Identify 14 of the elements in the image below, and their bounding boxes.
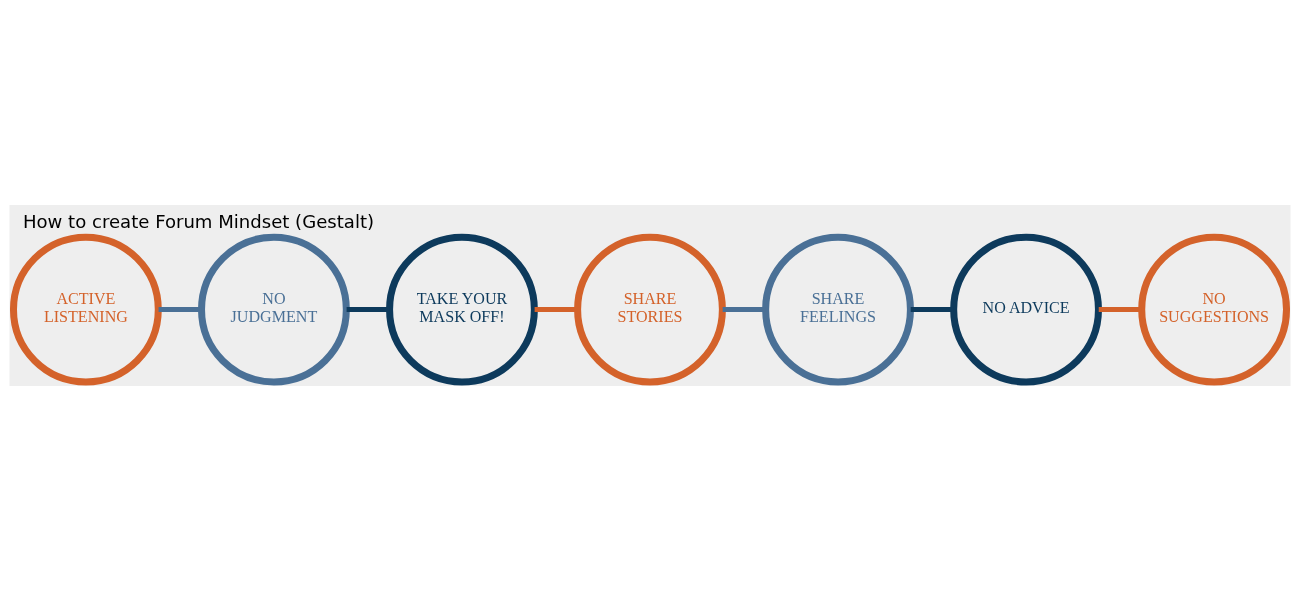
diagram-title: How to create Forum Mindset (Gestalt) — [22, 210, 375, 232]
connector — [910, 307, 954, 313]
connector — [722, 307, 766, 313]
node-circle: TAKE YOUR MASK OFF! — [386, 233, 538, 386]
connector — [534, 307, 578, 313]
node-circle: NO JUDGMENT — [198, 233, 350, 386]
node-circle: SHARE FEELINGS — [762, 233, 914, 386]
node-circle: SHARE STORIES — [574, 233, 726, 386]
node-circle: NO SUGGESTIONS — [1138, 233, 1291, 386]
node-circle: ACTIVE LISTENING — [9, 233, 162, 386]
node-circle: NO ADVICE — [950, 233, 1102, 386]
connector — [1098, 307, 1142, 313]
connector — [346, 307, 390, 313]
connector — [158, 307, 202, 313]
